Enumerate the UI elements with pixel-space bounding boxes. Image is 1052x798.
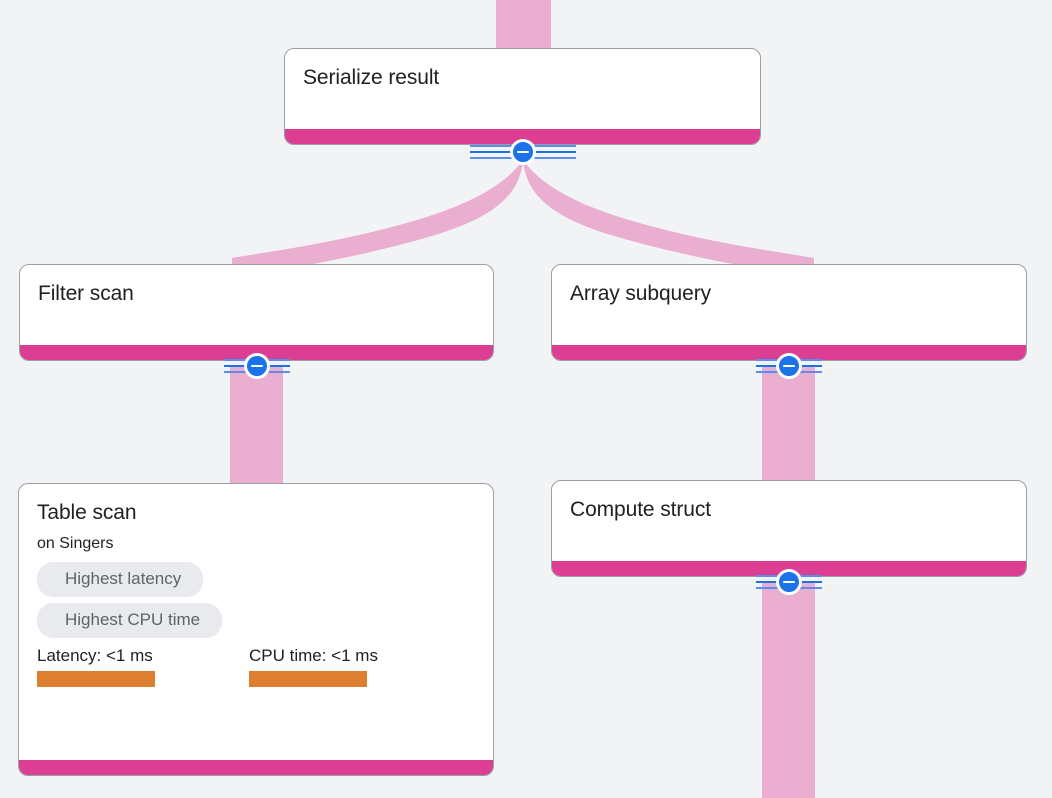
node-accent-bar <box>19 760 493 775</box>
node-title: Compute struct <box>570 498 711 521</box>
minus-circle-icon[interactable] <box>510 139 536 165</box>
minus-circle-icon[interactable] <box>776 353 802 379</box>
chip-highest-cpu-time[interactable]: Highest CPU time <box>37 603 223 638</box>
node-filter-scan[interactable]: Filter scan <box>19 264 494 361</box>
metric-cpu-time-label: CPU time: <1 ms <box>249 646 378 665</box>
node-array-subquery[interactable]: Array subquery <box>551 264 1027 361</box>
node-accent-bar <box>20 345 493 360</box>
toggle-compute-struct[interactable] <box>756 569 822 595</box>
node-title: Serialize result <box>303 66 440 89</box>
node-accent-bar <box>552 561 1026 576</box>
minus-glyph <box>517 150 529 154</box>
metric-cpu-time-bar <box>249 671 367 687</box>
edge-serialize-to-filter-scan <box>232 160 523 278</box>
edge-serialize-to-array-subquery <box>523 160 814 278</box>
node-subtitle: on Singers <box>37 535 114 552</box>
metric-latency-bar <box>37 671 155 687</box>
edge-array-subquery-to-compute-struct <box>762 366 815 484</box>
node-compute-struct[interactable]: Compute struct <box>551 480 1027 577</box>
node-serialize-result[interactable]: Serialize result <box>284 48 761 145</box>
metric-latency-label: Latency: <1 ms <box>37 646 153 665</box>
toggle-array-subquery[interactable] <box>756 353 822 379</box>
node-title: Array subquery <box>570 282 711 305</box>
minus-circle-icon[interactable] <box>244 353 270 379</box>
minus-circle-icon[interactable] <box>776 569 802 595</box>
node-accent-bar <box>285 129 760 144</box>
minus-glyph <box>251 364 263 368</box>
node-accent-bar <box>552 345 1026 360</box>
minus-glyph <box>783 580 795 584</box>
edge-compute-struct-downward <box>762 582 815 798</box>
node-body: Array subquery <box>552 265 1026 345</box>
node-chip-list: Highest latency Highest CPU time <box>37 562 475 638</box>
toggle-filter-scan[interactable] <box>224 353 290 379</box>
node-table-scan[interactable]: Table scan on Singers Highest latency Hi… <box>18 483 494 776</box>
node-body: Compute struct <box>552 481 1026 561</box>
edge-into-serialize-result <box>496 0 551 50</box>
node-metrics: Latency: <1 ms CPU time: <1 ms <box>37 645 475 687</box>
node-title: Table scan <box>37 501 137 524</box>
node-body: Filter scan <box>20 265 493 345</box>
node-body: Table scan on Singers Highest latency Hi… <box>19 484 493 760</box>
metric-latency: Latency: <1 ms <box>37 645 249 687</box>
metric-cpu-time: CPU time: <1 ms <box>249 645 461 687</box>
toggle-serialize-result[interactable] <box>470 139 576 165</box>
edge-filter-scan-to-table-scan <box>230 366 283 484</box>
node-body: Serialize result <box>285 49 760 129</box>
chip-highest-latency[interactable]: Highest latency <box>37 562 204 597</box>
minus-glyph <box>783 364 795 368</box>
node-title: Filter scan <box>38 282 134 305</box>
